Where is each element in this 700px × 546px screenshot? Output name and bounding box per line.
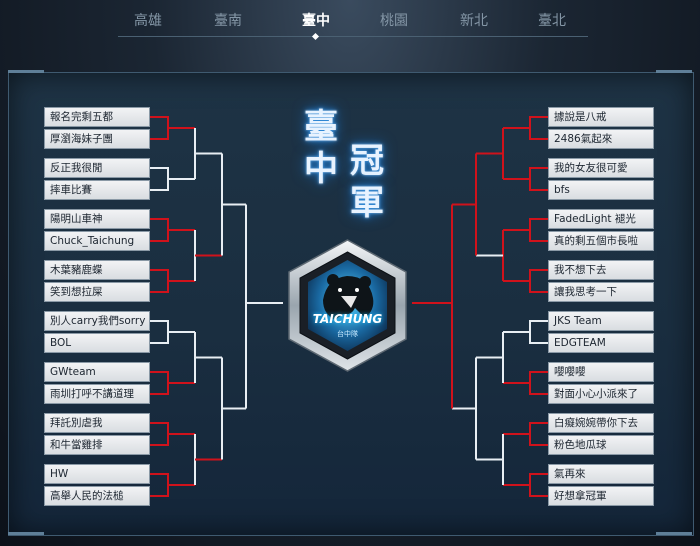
right-r1-connector xyxy=(529,422,548,446)
taichung-team-logo: TAICHUNG 台中隊 xyxy=(285,238,410,373)
team-left-10[interactable]: BOL xyxy=(44,333,150,353)
team-left-3[interactable]: 反正我很閒 xyxy=(44,158,150,178)
team-left-16[interactable]: 高舉人民的法槌 xyxy=(44,486,150,506)
team-left-12[interactable]: 雨圳打呼不講道理 xyxy=(44,384,150,404)
right-r1-connector xyxy=(529,269,548,293)
team-right-14[interactable]: 粉色地瓜球 xyxy=(548,435,654,455)
team-right-9[interactable]: JKS Team xyxy=(548,311,654,331)
left-r1-connector xyxy=(150,269,169,293)
tab-taipei[interactable]: 臺北 xyxy=(538,13,566,29)
left-r1-connector xyxy=(150,422,169,446)
team-left-6[interactable]: Chuck_Taichung xyxy=(44,231,150,251)
bear-icon xyxy=(323,274,374,320)
tab-new-taipei[interactable]: 新北 xyxy=(460,13,488,29)
team-left-14[interactable]: 和牛當雞排 xyxy=(44,435,150,455)
right-r1-connector xyxy=(529,116,548,140)
team-left-13[interactable]: 拜託別虐我 xyxy=(44,413,150,433)
team-right-5[interactable]: FadedLight 褪光 xyxy=(548,209,654,229)
tab-taoyuan[interactable]: 桃園 xyxy=(380,13,408,29)
logo-hexagon xyxy=(288,239,407,372)
team-right-4[interactable]: bfs xyxy=(548,180,654,200)
left-r1-connector xyxy=(150,167,169,191)
team-left-9[interactable]: 別人carry我們sorry xyxy=(44,311,150,331)
left-r1-connector xyxy=(150,371,169,395)
team-left-2[interactable]: 厚瀏海妹子團 xyxy=(44,129,150,149)
team-right-3[interactable]: 我的女友很可愛 xyxy=(548,158,654,178)
team-right-7[interactable]: 我不想下去 xyxy=(548,260,654,280)
region-tab-bar: 高雄 臺南 臺中 桃園 新北 臺北 xyxy=(118,6,588,41)
title-line-1: 臺中 xyxy=(304,107,340,189)
panel-corner-tl xyxy=(8,70,44,73)
panel-corner-bl xyxy=(8,532,44,535)
team-right-12[interactable]: 對面小心小派來了 xyxy=(548,384,654,404)
logo-team-subtitle: 台中隊 xyxy=(337,330,358,338)
left-r1-connector xyxy=(150,320,169,344)
team-left-4[interactable]: 摔車比賽 xyxy=(44,180,150,200)
team-left-1[interactable]: 報名完剩五都 xyxy=(44,107,150,127)
team-right-6[interactable]: 真的剩五個市長啦 xyxy=(548,231,654,251)
left-r1-connector xyxy=(150,116,169,140)
tab-taichung[interactable]: 臺中 xyxy=(286,10,346,41)
team-right-15[interactable]: 氣再來 xyxy=(548,464,654,484)
right-r1-connector xyxy=(529,320,548,344)
team-left-8[interactable]: 笑到想拉屎 xyxy=(44,282,150,302)
team-right-8[interactable]: 讓我思考一下 xyxy=(548,282,654,302)
right-r1-connector xyxy=(529,167,548,191)
panel-corner-br xyxy=(656,532,692,535)
tab-taichung-label: 臺中 xyxy=(302,13,330,29)
right-r1-connector xyxy=(529,473,548,497)
panel-corner-tr xyxy=(656,70,692,73)
team-left-7[interactable]: 木葉豬鹿蝶 xyxy=(44,260,150,280)
team-right-1[interactable]: 據說是八戒 xyxy=(548,107,654,127)
tab-tainan[interactable]: 臺南 xyxy=(214,13,242,29)
team-right-2[interactable]: 2486氣起來 xyxy=(548,129,654,149)
team-right-13[interactable]: 白癡婉婉帶你下去 xyxy=(548,413,654,433)
left-r1-connector xyxy=(150,218,169,242)
right-r1-connector xyxy=(529,371,548,395)
title-line-2: 冠軍 xyxy=(350,141,386,223)
team-right-11[interactable]: 嚶嚶嚶 xyxy=(548,362,654,382)
tab-kaohsiung[interactable]: 高雄 xyxy=(134,13,162,29)
team-left-15[interactable]: HW xyxy=(44,464,150,484)
logo-team-name: TAICHUNG xyxy=(312,312,383,326)
right-r1-connector xyxy=(529,218,548,242)
team-left-11[interactable]: GWteam xyxy=(44,362,150,382)
team-right-10[interactable]: EDGTEAM xyxy=(548,333,654,353)
team-right-16[interactable]: 好想拿冠軍 xyxy=(548,486,654,506)
team-left-5[interactable]: 陽明山車神 xyxy=(44,209,150,229)
left-r1-connector xyxy=(150,473,169,497)
